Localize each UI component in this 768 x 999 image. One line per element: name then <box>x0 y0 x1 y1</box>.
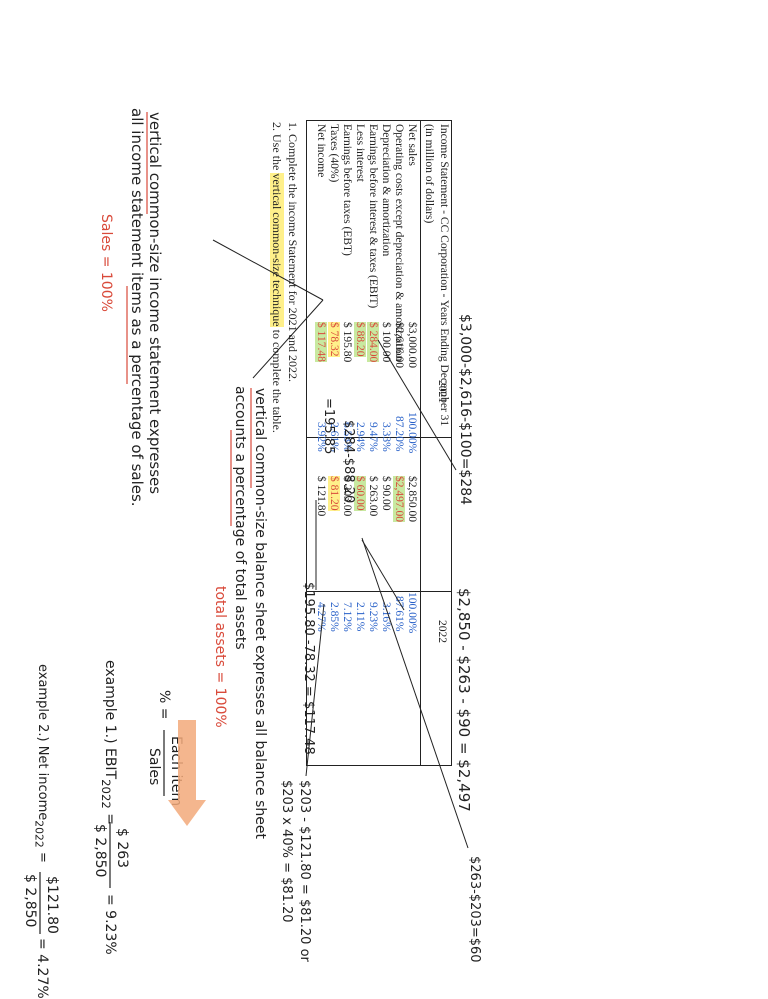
arrow-line <box>252 299 324 379</box>
arrow-line <box>377 339 457 471</box>
arrow-line <box>212 239 324 301</box>
orange-arrow-shaft <box>178 720 196 800</box>
arrow-line <box>361 537 469 849</box>
arrow-line <box>305 603 325 777</box>
arrow-line <box>361 539 405 611</box>
orange-arrow-head <box>168 800 206 826</box>
